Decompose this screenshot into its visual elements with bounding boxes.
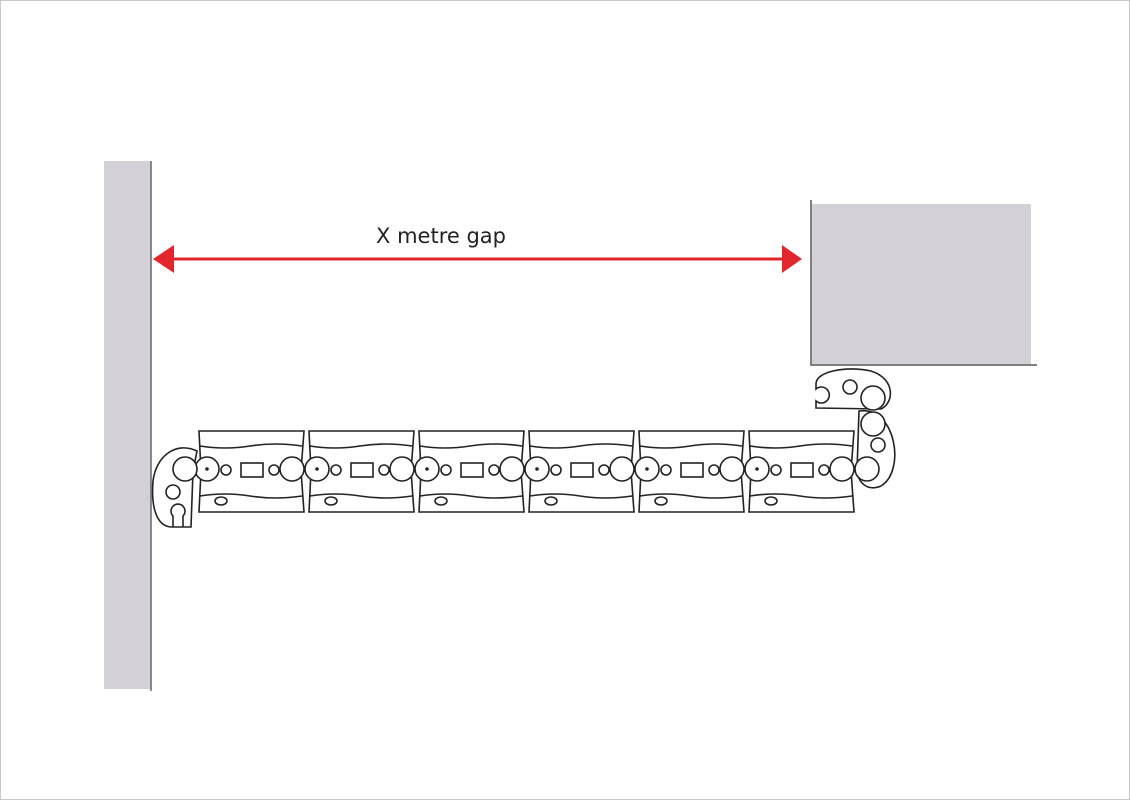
segment-groove (199, 443, 303, 449)
pin-dot (755, 467, 759, 471)
segment-groove (639, 493, 743, 499)
oval-hole (654, 496, 668, 506)
slot-hole (570, 462, 594, 478)
segment-groove (419, 493, 523, 499)
end-clip-hook (170, 503, 186, 527)
small-hole (378, 464, 390, 476)
gap-arrow (153, 245, 802, 273)
segment-groove (529, 443, 633, 449)
right-block (812, 204, 1031, 364)
segment-groove (309, 443, 413, 449)
segment-groove (639, 443, 743, 449)
pin-dot (315, 467, 319, 471)
pin-dot (425, 467, 429, 471)
slot-hole (460, 462, 484, 478)
arrowhead-right-icon (782, 245, 802, 273)
segment-groove (419, 443, 523, 449)
small-hole (440, 464, 452, 476)
modular-chain (151, 368, 896, 528)
oval-hole (434, 496, 448, 506)
link-hole (279, 456, 305, 482)
pin-dot (535, 467, 539, 471)
pin-dot (645, 467, 649, 471)
oval-hole (764, 496, 778, 506)
segment-groove (529, 493, 633, 499)
segment-groove (749, 443, 853, 449)
link-hole (829, 456, 855, 482)
right-block-edge (810, 200, 1037, 366)
end-hole (842, 379, 858, 395)
small-hole (330, 464, 342, 476)
small-hole (550, 464, 562, 476)
segment-groove (199, 493, 303, 499)
small-hole (598, 464, 610, 476)
link-hole (609, 456, 635, 482)
end-link-hole (860, 411, 886, 437)
left-wall (104, 161, 151, 689)
slot-hole (240, 462, 264, 478)
small-hole (660, 464, 672, 476)
slot-hole (350, 462, 374, 478)
small-hole (220, 464, 232, 476)
small-hole (818, 464, 830, 476)
oval-hole (214, 496, 228, 506)
end-hole (870, 437, 886, 453)
segment-groove (749, 493, 853, 499)
end-link-hole (854, 456, 880, 482)
small-hole (708, 464, 720, 476)
slot-hole (680, 462, 704, 478)
oval-hole (324, 496, 338, 506)
end-link-hole (172, 456, 198, 482)
small-hole (268, 464, 280, 476)
small-hole (770, 464, 782, 476)
segment-groove (309, 493, 413, 499)
small-hole (488, 464, 500, 476)
end-link-hole (860, 385, 886, 411)
slot-hole (790, 462, 814, 478)
arrowhead-left-icon (153, 245, 174, 273)
oval-hole (544, 496, 558, 506)
end-hole (165, 484, 181, 500)
link-hole (389, 456, 415, 482)
link-hole (499, 456, 525, 482)
gap-label: X metre gap (376, 224, 506, 248)
link-hole (719, 456, 745, 482)
pin-dot (205, 467, 209, 471)
